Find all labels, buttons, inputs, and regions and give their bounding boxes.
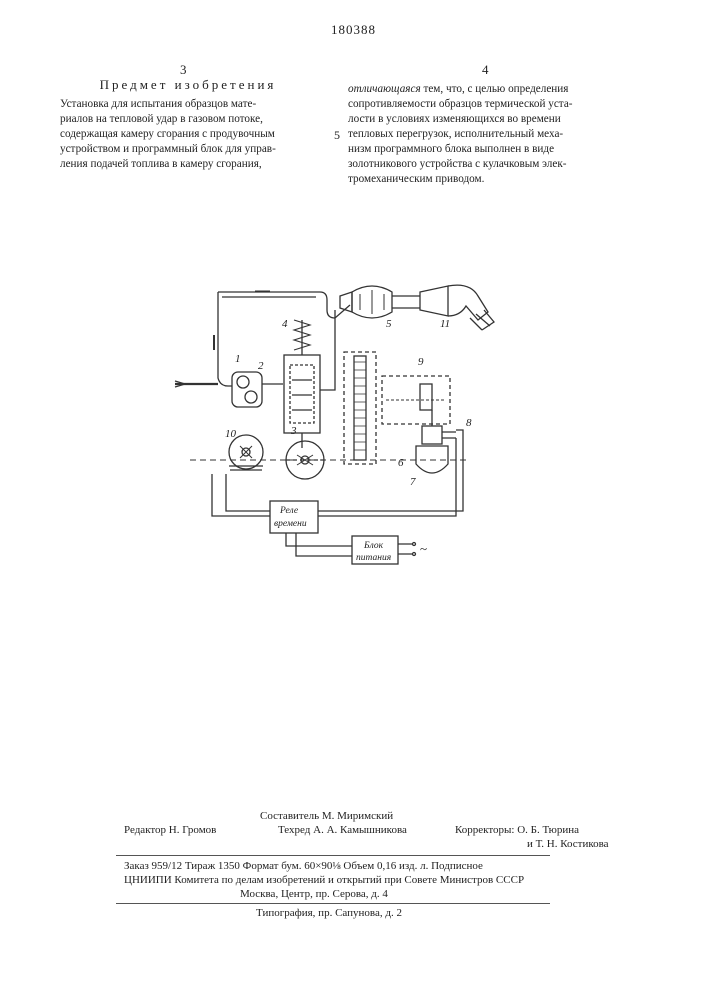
ac-symbol: ~	[420, 541, 427, 556]
publisher-address: Москва, Центр, пр. Серова, д. 4	[240, 888, 388, 900]
nozzle-assembly	[420, 285, 494, 330]
compiler-credit: Составитель М. Миримский	[260, 810, 393, 822]
label-8: 8	[466, 417, 472, 429]
correctors-credit: Корректоры: О. Б. Тюрина	[455, 824, 579, 836]
label-6: 6	[398, 457, 404, 469]
label-9: 9	[418, 356, 424, 368]
power-label-line1: Блок	[363, 541, 384, 551]
label-2: 2	[258, 360, 264, 372]
motor	[229, 435, 263, 470]
relay-label-line2: времени	[274, 519, 307, 529]
specimen-holder	[416, 410, 456, 473]
power-label-line2: питания	[356, 553, 391, 563]
label-5: 5	[386, 318, 392, 330]
printer-line: Типография, пр. Сапунова, д. 2	[256, 907, 402, 919]
label-10: 10	[225, 428, 237, 440]
footer-rule-top	[116, 855, 550, 856]
control-unit	[382, 376, 450, 424]
program-block	[344, 352, 376, 464]
relay-label-line1: Реле	[279, 506, 298, 516]
label-4: 4	[282, 318, 288, 330]
fuel-pump	[232, 372, 283, 407]
publisher-line: ЦНИИПИ Комитета по делам изобретений и о…	[124, 874, 524, 886]
gas-line-loop	[175, 291, 350, 387]
footer-rule-bottom	[116, 903, 550, 904]
editor-credit: Редактор Н. Громов	[124, 824, 216, 836]
label-1: 1	[235, 353, 241, 365]
combustion-chamber	[340, 286, 420, 318]
label-7: 7	[410, 476, 416, 488]
techred-credit: Техред А. А. Камышникова	[278, 824, 407, 836]
print-order-line: Заказ 959/12 Тираж 1350 Формат бум. 60×9…	[124, 860, 483, 872]
correctors-credit-line2: и Т. Н. Костикова	[527, 838, 609, 850]
label-11: 11	[440, 318, 450, 330]
label-3: 3	[290, 425, 297, 437]
